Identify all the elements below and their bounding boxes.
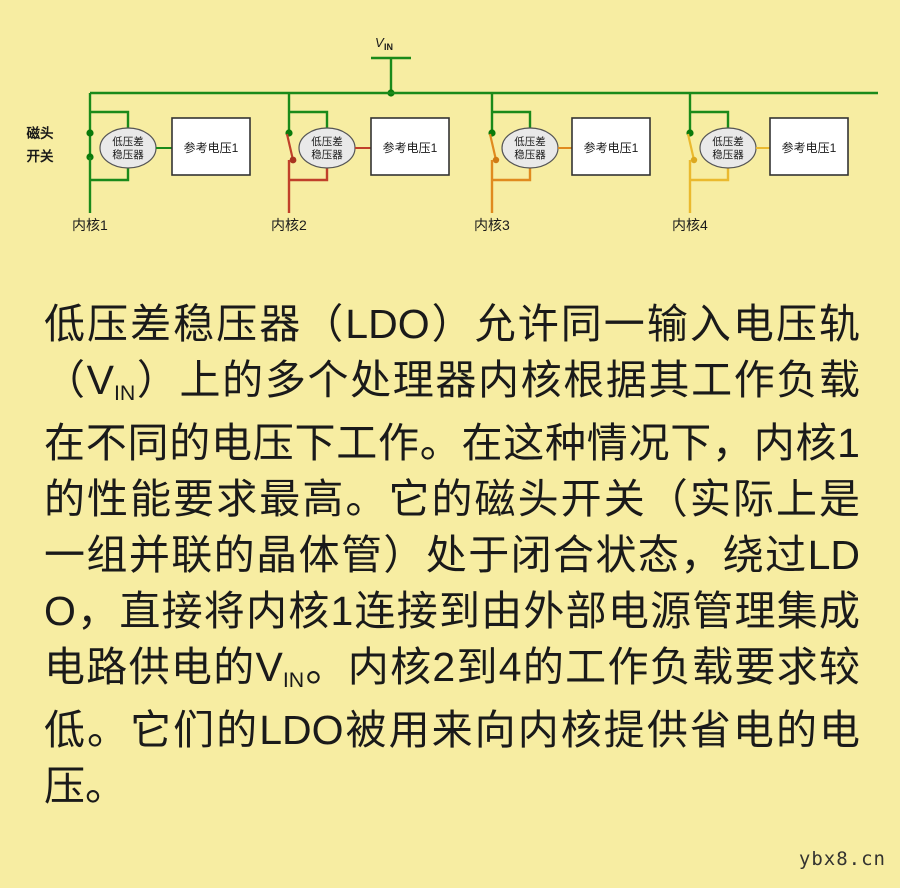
vin-subscript: IN <box>282 668 305 693</box>
head-switch-label-line2: 开关 <box>27 148 54 164</box>
reference-label-4: 参考电压1 <box>782 140 837 155</box>
ldo-label-2-line2: 稳压器 <box>311 148 343 161</box>
reference-label-1: 参考电压1 <box>184 140 239 155</box>
ldo-label-1-line2: 稳压器 <box>112 148 144 161</box>
head-switch-2 <box>285 133 295 161</box>
head-switch-label-line1: 磁头 <box>27 125 54 141</box>
supply-label: V <box>375 35 385 50</box>
ldo-label-3-line1: 低压差 <box>514 135 546 148</box>
ldo-ellipse-3 <box>501 127 559 169</box>
circuit-block-3: 低压差 稳压器 参考电压1 内核3 <box>474 93 651 233</box>
reference-box-3 <box>571 117 651 176</box>
reference-box-1 <box>171 117 251 176</box>
ldo-ellipse-2 <box>298 127 356 169</box>
supply-label-sub: IN <box>384 42 393 52</box>
reference-box-4 <box>769 117 849 176</box>
circuit-diagram: V IN 低压差 稳压器 <box>0 0 900 265</box>
article-body: 低压差稳压器（LDO）允许同一输入电压轨（VIN）上的多个处理器内核根据其工作负… <box>44 296 860 814</box>
core-label-4: 内核4 <box>672 217 708 233</box>
core-label-1: 内核1 <box>72 217 108 233</box>
ldo-label-2-line1: 低压差 <box>311 135 343 148</box>
reference-box-2 <box>370 117 450 176</box>
ldo-label-4-line1: 低压差 <box>712 135 744 148</box>
ldo-ellipse-1 <box>99 127 157 169</box>
ldo-label-1-line1: 低压差 <box>112 135 144 148</box>
supply-symbol <box>371 56 411 97</box>
circuit-block-4: 低压差 稳压器 参考电压1 内核4 <box>672 93 849 233</box>
head-switch-3 <box>488 133 498 161</box>
watermark: ybx8.cn <box>798 848 886 870</box>
ldo-ellipse-4 <box>699 127 757 169</box>
reference-label-3: 参考电压1 <box>584 140 639 155</box>
core-label-2: 内核2 <box>271 217 307 233</box>
ldo-label-3-line2: 稳压器 <box>514 148 546 161</box>
reference-label-2: 参考电压1 <box>383 140 438 155</box>
vin-subscript: IN <box>113 381 136 406</box>
circuit-block-1: 低压差 稳压器 参考电压1 内核1 <box>72 93 251 233</box>
core-label-3: 内核3 <box>474 217 510 233</box>
circuit-block-2: 低压差 稳压器 参考电压1 内核2 <box>271 93 450 233</box>
head-switch-4 <box>686 133 696 161</box>
ldo-label-4-line2: 稳压器 <box>712 148 744 161</box>
article-paragraph: 低压差稳压器（LDO）允许同一输入电压轨（VIN）上的多个处理器内核根据其工作负… <box>44 301 860 809</box>
